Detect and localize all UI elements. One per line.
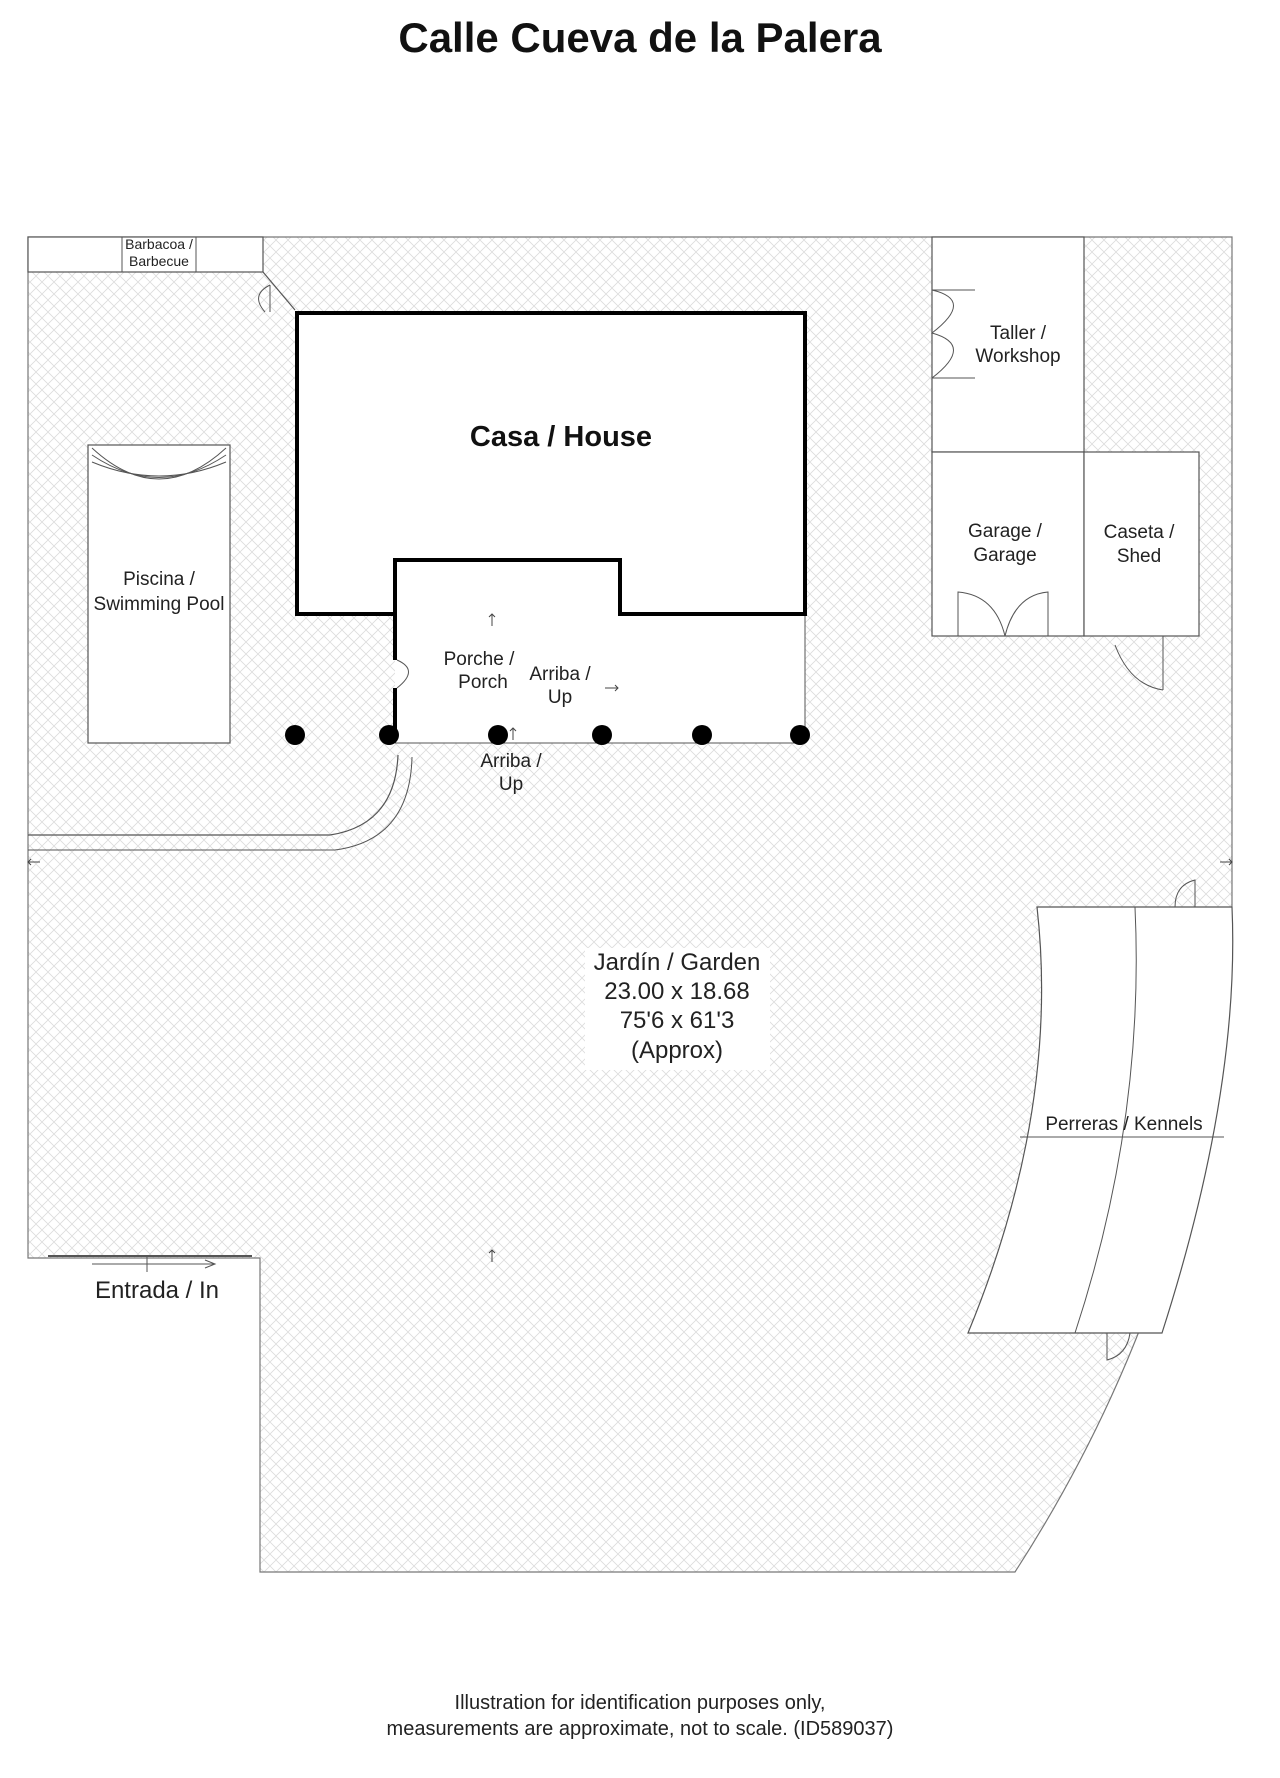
label-workshop-2: Workshop xyxy=(975,346,1060,367)
entrance-arrow xyxy=(92,1256,217,1272)
shed-room xyxy=(1083,451,1200,637)
workshop-door-swing xyxy=(930,289,975,379)
workshop-room xyxy=(931,236,1085,453)
column xyxy=(285,725,305,745)
porch-columns xyxy=(285,725,810,745)
label-up-porch-1: Arriba / xyxy=(529,664,591,685)
disclaimer-line-2: measurements are approximate, not to sca… xyxy=(386,1718,894,1740)
label-porch-1: Porche / xyxy=(444,649,515,670)
label-pool-2: Swimming Pool xyxy=(94,594,225,615)
label-porch-2: Porch xyxy=(458,672,508,693)
porch-door-swing xyxy=(396,659,409,689)
column xyxy=(488,725,508,745)
page-title: Calle Cueva de la Palera xyxy=(398,14,882,61)
pool-terrace-edge xyxy=(28,754,399,836)
label-up-porch-2: Up xyxy=(548,687,572,708)
label-barbecue-1: Barbacoa / xyxy=(125,236,193,252)
label-up-steps-1: Arriba / xyxy=(480,751,542,772)
swimming-pool xyxy=(87,444,231,744)
label-shed-2: Shed xyxy=(1117,546,1161,567)
garage-door-swing xyxy=(957,591,1049,637)
label-up-steps-2: Up xyxy=(499,774,523,795)
barbecue-door-swing xyxy=(258,284,271,313)
label-workshop-1: Taller / xyxy=(990,323,1047,344)
label-kennels: Perreras / Kennels xyxy=(1045,1114,1202,1135)
label-entrance: Entrada / In xyxy=(95,1277,219,1304)
label-garage-1: Garage / xyxy=(968,521,1043,542)
disclaimer: Illustration for identification purposes… xyxy=(0,1690,1280,1742)
label-barbecue-2: Barbecue xyxy=(129,253,189,269)
label-garden-approx: (Approx) xyxy=(631,1037,723,1064)
garage-room xyxy=(931,451,1085,637)
column xyxy=(790,725,810,745)
label-garden-metric: 23.00 x 18.68 xyxy=(604,978,749,1005)
disclaimer-line-1: Illustration for identification purposes… xyxy=(454,1692,826,1714)
label-shed-1: Caseta / xyxy=(1104,522,1175,543)
column xyxy=(692,725,712,745)
kennel-door-swing-top xyxy=(1174,879,1196,908)
kennel-door-swing-bottom xyxy=(1106,1332,1131,1361)
label-garden-name: Jardín / Garden xyxy=(594,949,761,976)
label-house: Casa / House xyxy=(470,421,652,453)
house-walls xyxy=(295,311,807,616)
kennels-block xyxy=(967,906,1234,1334)
label-pool-1: Piscina / xyxy=(123,569,196,590)
label-garden-imperial: 75'6 x 61'3 xyxy=(620,1007,735,1034)
barbecue-area xyxy=(27,236,264,273)
label-garage-2: Garage xyxy=(973,545,1036,566)
shed-door-swing xyxy=(1114,636,1164,691)
column xyxy=(379,725,399,745)
column xyxy=(592,725,612,745)
